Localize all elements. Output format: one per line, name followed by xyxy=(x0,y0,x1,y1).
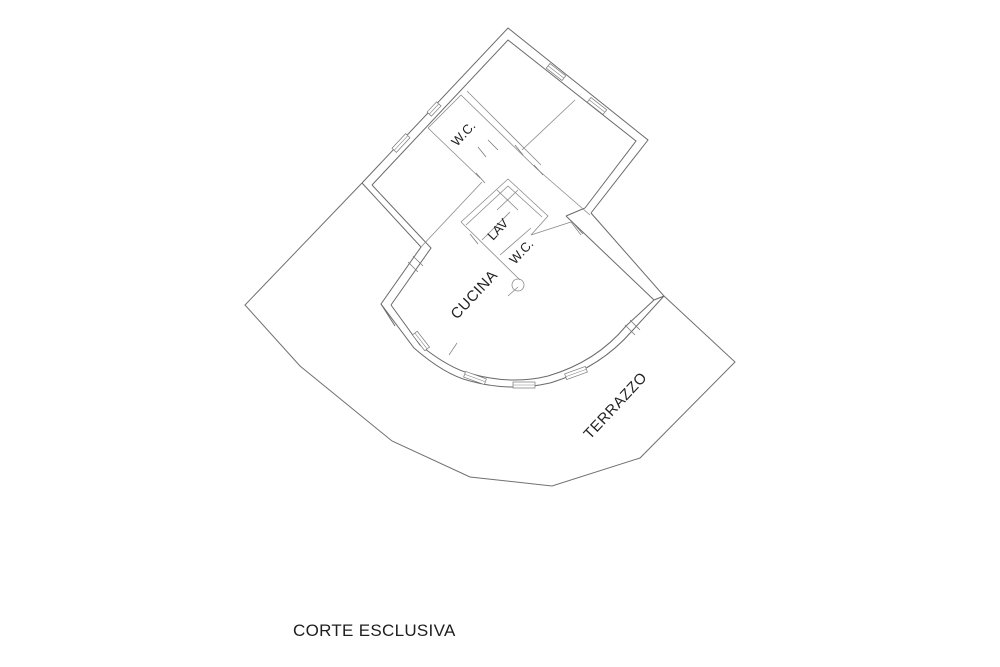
window-top-right-2 xyxy=(586,96,608,116)
terrace-outline xyxy=(244,182,736,487)
window-kitchen-1 xyxy=(411,330,431,352)
room-label-wc-lower: W.C. xyxy=(506,236,536,267)
window-top-right-1 xyxy=(545,62,567,82)
building-walls xyxy=(361,27,665,388)
window-top-left-1 xyxy=(426,101,442,117)
room-label-wc-upper: W.C. xyxy=(448,118,478,149)
room-label-lav: LAV xyxy=(484,215,511,243)
window-top-left-2 xyxy=(391,133,411,153)
window-kitchen-3 xyxy=(512,381,536,389)
interior-partitions xyxy=(420,90,591,356)
outdoor-area-label: CORTE ESCLUSIVA xyxy=(293,621,456,640)
windows xyxy=(391,62,608,389)
door-ticks xyxy=(407,139,641,336)
room-label-terrazzo: TERRAZZO xyxy=(580,369,650,443)
room-label-cucina: CUCINA xyxy=(447,267,501,323)
window-kitchen-2 xyxy=(463,370,487,386)
window-kitchen-4 xyxy=(564,365,588,381)
